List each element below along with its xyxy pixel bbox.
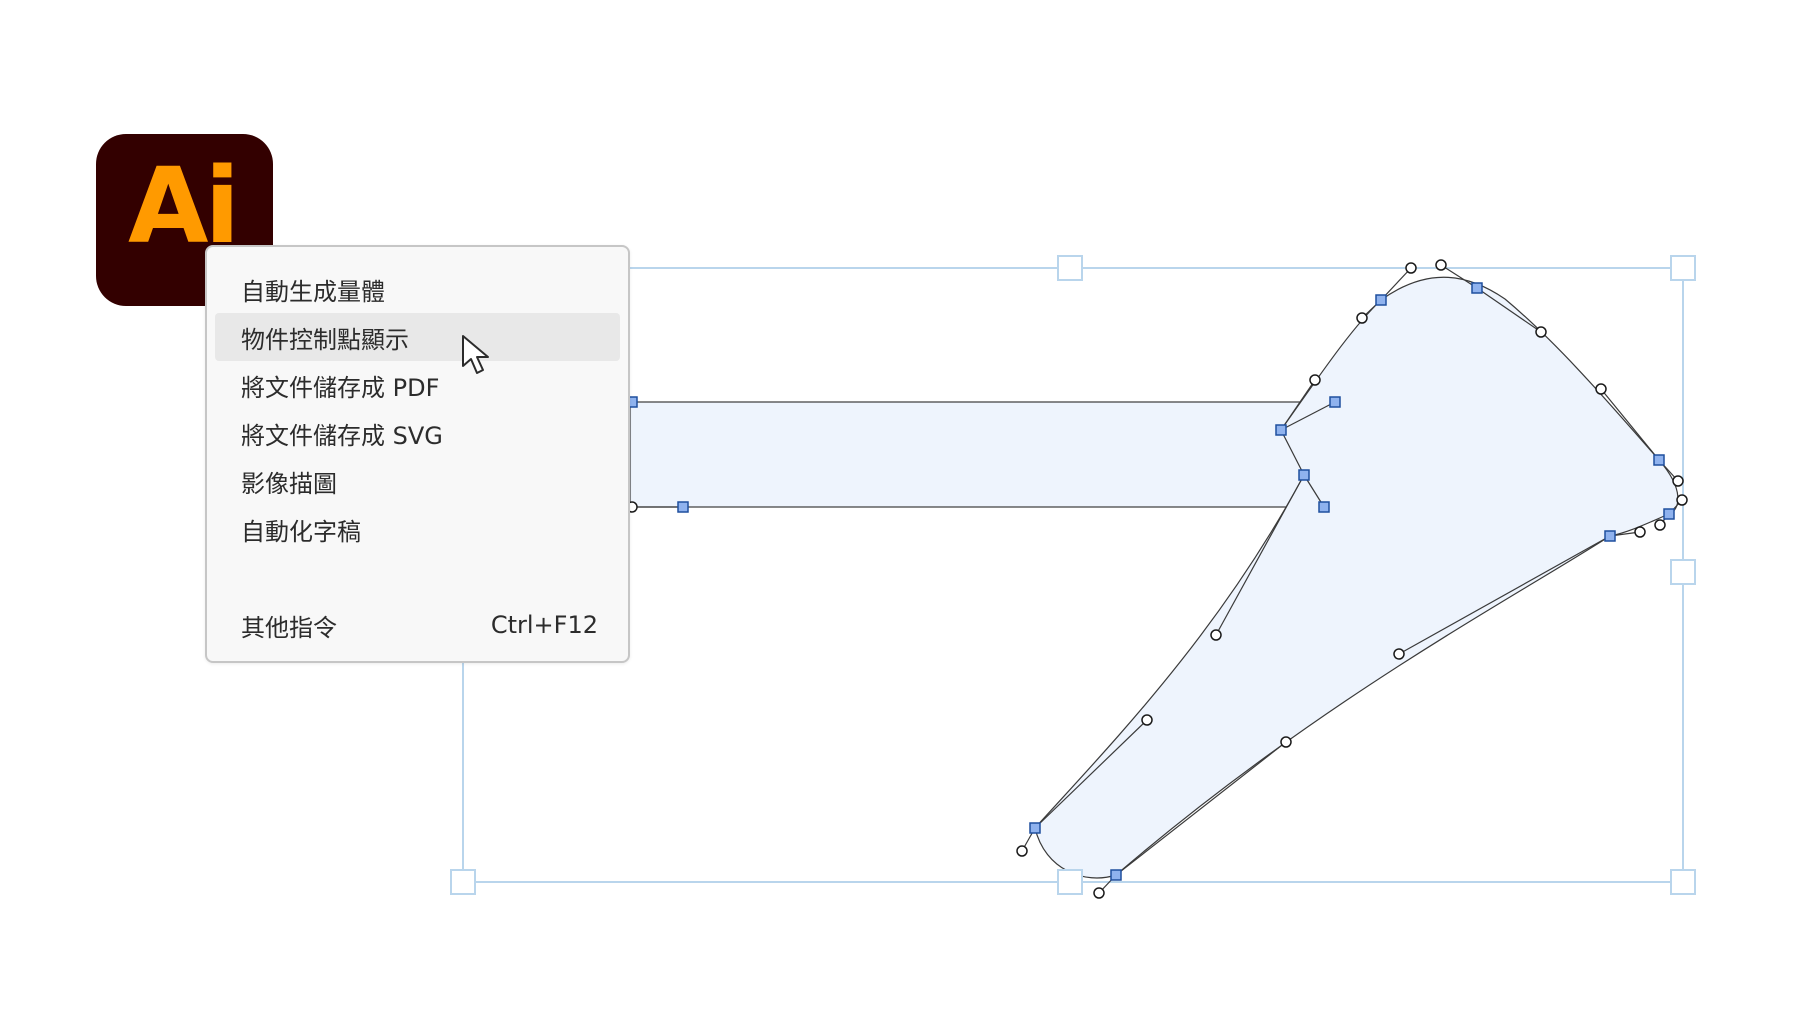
menu-item-label: 自動化字稿 bbox=[241, 517, 361, 546]
handle-point bbox=[1093, 887, 1105, 899]
bounding-box-handles[interactable] bbox=[450, 255, 1696, 895]
menu-item-label: 自動生成量體 bbox=[241, 277, 385, 306]
handle-point bbox=[1435, 259, 1447, 271]
menu-item-auto-script[interactable]: 自動化字稿 bbox=[215, 505, 620, 553]
handle-point bbox=[1356, 312, 1368, 324]
handle-point bbox=[1634, 526, 1646, 538]
anchor-point bbox=[1275, 424, 1287, 436]
handle-point bbox=[1405, 262, 1417, 274]
horizontal-bar-shape[interactable] bbox=[629, 401, 1320, 508]
handle-point bbox=[1210, 629, 1222, 641]
anchor-point bbox=[1110, 869, 1122, 881]
anchor-point bbox=[1029, 822, 1041, 834]
menu-item-label: 將文件儲存成 SVG bbox=[241, 421, 443, 450]
handle-point bbox=[1393, 648, 1405, 660]
menu-item-label: 將文件儲存成 PDF bbox=[241, 373, 440, 402]
handle-point bbox=[1141, 714, 1153, 726]
menu-item-label: 物件控制點顯示 bbox=[241, 325, 409, 354]
resize-handle-bottom-left bbox=[450, 869, 476, 895]
menu-item-show-control-points[interactable]: 物件控制點顯示 bbox=[215, 313, 620, 361]
handle-point bbox=[1654, 519, 1666, 531]
anchor-point bbox=[1318, 501, 1330, 513]
menu-item-auto-generate-mass[interactable]: 自動生成量體 bbox=[215, 265, 620, 313]
angled-blade-shape[interactable] bbox=[1034, 276, 1679, 879]
resize-handle-top-right bbox=[1670, 255, 1696, 281]
arrow-pointer-icon bbox=[462, 335, 489, 374]
anchor-point bbox=[1663, 508, 1675, 520]
resize-handle-top-center bbox=[1057, 255, 1083, 281]
app-icon-label: Ai bbox=[128, 145, 240, 267]
menu-item-save-as-svg[interactable]: 將文件儲存成 SVG bbox=[215, 409, 620, 457]
menu-item-shortcut: Ctrl+F12 bbox=[490, 611, 598, 639]
handle-point bbox=[1535, 326, 1547, 338]
control-handle-points[interactable] bbox=[626, 259, 1688, 899]
menu-item-save-as-pdf[interactable]: 將文件儲存成 PDF bbox=[215, 361, 620, 409]
handle-point bbox=[1595, 383, 1607, 395]
resize-handle-middle-right bbox=[1670, 559, 1696, 585]
anchor-point bbox=[1471, 282, 1483, 294]
anchor-point bbox=[1298, 469, 1310, 481]
handle-point bbox=[1280, 736, 1292, 748]
resize-handle-bottom-right bbox=[1670, 869, 1696, 895]
menu-item-label: 影像描圖 bbox=[241, 469, 337, 498]
anchor-point bbox=[1604, 530, 1616, 542]
resize-handle-bottom-center bbox=[1057, 869, 1083, 895]
anchor-point bbox=[1375, 294, 1387, 306]
anchor-point bbox=[1653, 454, 1665, 466]
anchor-points[interactable] bbox=[626, 282, 1675, 881]
menu-item-label: 其他指令 bbox=[241, 613, 337, 642]
handle-point bbox=[1672, 475, 1684, 487]
context-menu: 自動生成量體 物件控制點顯示 將文件儲存成 PDF 將文件儲存成 SVG 影像描… bbox=[205, 245, 630, 663]
menu-item-other-commands[interactable]: 其他指令 Ctrl+F12 bbox=[215, 601, 620, 649]
anchor-point bbox=[1329, 396, 1341, 408]
handle-point bbox=[1676, 494, 1688, 506]
anchor-point bbox=[677, 501, 689, 513]
vector-shape-group[interactable] bbox=[629, 276, 1679, 879]
handle-point bbox=[1309, 374, 1321, 386]
menu-item-image-trace[interactable]: 影像描圖 bbox=[215, 457, 620, 505]
handle-point bbox=[1016, 845, 1028, 857]
